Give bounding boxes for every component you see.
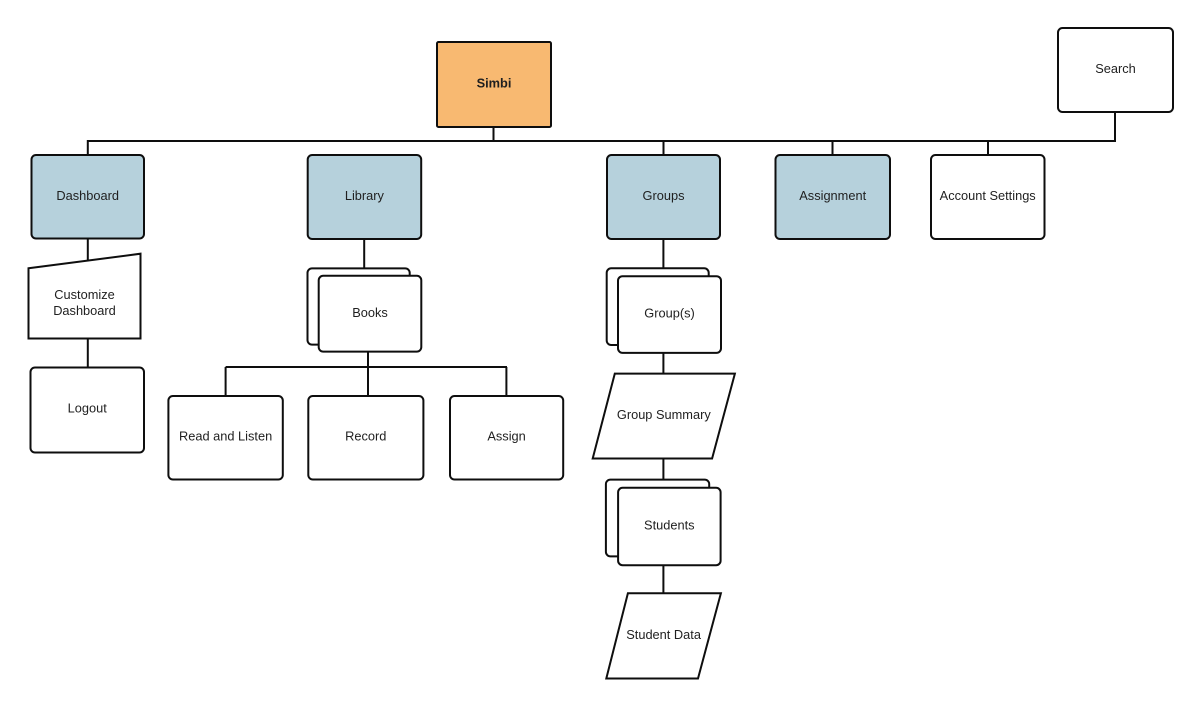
svg-text:Groups: Groups <box>643 188 685 203</box>
svg-text:Record: Record <box>345 429 386 444</box>
svg-text:Assignment: Assignment <box>799 188 866 203</box>
svg-text:Group Summary: Group Summary <box>617 407 711 422</box>
svg-text:Students: Students <box>644 518 695 533</box>
svg-text:Library: Library <box>345 188 385 203</box>
svg-text:Books: Books <box>352 305 388 320</box>
svg-text:Account Settings: Account Settings <box>940 188 1036 203</box>
svg-text:Read and Listen: Read and Listen <box>179 429 272 444</box>
svg-text:Dashboard: Dashboard <box>53 303 116 318</box>
svg-text:Dashboard: Dashboard <box>56 188 119 203</box>
svg-text:Search: Search <box>1095 61 1136 76</box>
svg-text:Customize: Customize <box>54 287 114 302</box>
svg-text:Student Data: Student Data <box>626 627 702 642</box>
svg-text:Simbi: Simbi <box>477 76 512 91</box>
svg-text:Assign: Assign <box>487 429 525 444</box>
svg-text:Group(s): Group(s) <box>644 306 695 321</box>
svg-text:Logout: Logout <box>68 401 108 416</box>
